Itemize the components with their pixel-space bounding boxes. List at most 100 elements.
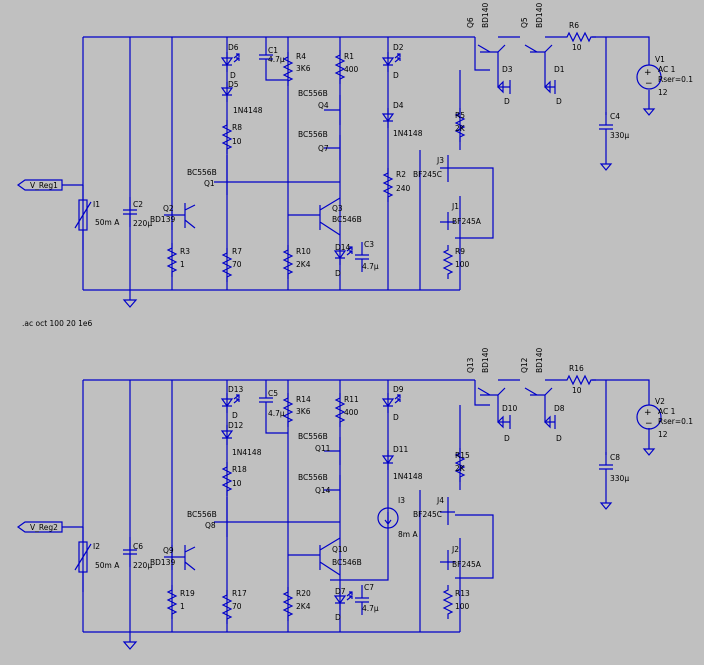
i3-value: 8m A (398, 530, 418, 539)
q13-value: BD140 (481, 348, 490, 373)
q4-name: Q4 (318, 101, 329, 110)
q12-name: Q12 (520, 357, 529, 373)
d2-value: D (393, 71, 399, 80)
circuit-1: + − (16, 32, 662, 308)
d7-name: D7 (335, 587, 346, 596)
c1-name: C1 (268, 46, 278, 55)
q13-name: Q13 (466, 357, 475, 373)
r9-value: 100 (455, 260, 470, 269)
r7-name: R7 (232, 247, 242, 256)
j3-name: J3 (436, 156, 444, 165)
q11-value: BC556B (298, 432, 328, 441)
c5-name: C5 (268, 389, 278, 398)
r14-value: 3K6 (296, 407, 311, 416)
r9-name: R9 (455, 247, 465, 256)
q10-value: BC546B (332, 558, 362, 567)
q9-name: Q9 (163, 546, 174, 555)
r10-value: 2K4 (296, 260, 311, 269)
circuit-2-labels: V_Reg2 I2 50m A C6 220µ Q9 BD139 R19 1 B… (30, 348, 693, 622)
q6-value: BD140 (481, 3, 490, 28)
r10-name: R10 (296, 247, 311, 256)
d9-name: D9 (393, 385, 404, 394)
v2-name: V2 (655, 397, 665, 406)
r20-name: R20 (296, 589, 311, 598)
d6-value: D (230, 71, 236, 80)
q14-value: BC556B (298, 473, 328, 482)
r7-value: 70 (232, 260, 242, 269)
c3-name: C3 (364, 240, 374, 249)
r6-value: 10 (572, 43, 582, 52)
r3-name: R3 (180, 247, 190, 256)
r5-name: R5 (455, 111, 465, 120)
q5-value: BD140 (535, 3, 544, 28)
q2-value: BD139 (150, 215, 175, 224)
c2-value: 220µ (133, 219, 152, 228)
q11-name: Q11 (315, 444, 331, 453)
d2-name: D2 (393, 43, 404, 52)
c8-value: 330µ (610, 474, 629, 483)
q6-name: Q6 (466, 17, 475, 28)
d8-value: D (556, 434, 562, 443)
r19-name: R19 (180, 589, 195, 598)
d1-name: D1 (554, 65, 565, 74)
svg-text:−: − (645, 79, 653, 89)
q4-value: BC556B (298, 89, 328, 98)
c6-value: 220µ (133, 561, 152, 570)
v2-ac: AC 1 (658, 407, 676, 416)
v1-rser: Rser=0.1 (658, 75, 693, 84)
r11-value: 400 (344, 408, 359, 417)
d12-name: D12 (228, 421, 244, 430)
circuit-1-labels: V_Reg1 I1 50m A C2 220µ Q2 BD139 R3 1 BC… (30, 3, 693, 278)
r18-name: R18 (232, 465, 247, 474)
d1-value: D (556, 97, 562, 106)
d12-value: 1N4148 (232, 448, 262, 457)
i3-name: I3 (398, 496, 405, 505)
q1-name: Q1 (204, 179, 215, 188)
d5-name: D5 (228, 80, 239, 89)
d4-name: D4 (393, 101, 404, 110)
d10-value: D (504, 434, 510, 443)
j1-value: BF245A (452, 217, 482, 226)
c8-name: C8 (610, 453, 620, 462)
d5-value: 1N4148 (233, 106, 263, 115)
d13-value: D (232, 411, 238, 420)
c7-name: C7 (364, 583, 374, 592)
c2-name: C2 (133, 200, 143, 209)
c1-value: 4.7µ (268, 55, 285, 64)
r8-name: R8 (232, 123, 242, 132)
r5-value: 2K (455, 124, 466, 133)
r13-value: 100 (455, 602, 470, 611)
d14-name: D14 (335, 243, 351, 252)
j2-value: BF245A (452, 560, 482, 569)
d13-name: D13 (228, 385, 244, 394)
v1-name: V1 (655, 55, 665, 64)
r1-value: 400 (344, 65, 359, 74)
d7-value: D (335, 613, 341, 622)
q7-value: BC556B (298, 130, 328, 139)
q8-value: BC556B (187, 510, 217, 519)
c4-name: C4 (610, 112, 620, 121)
r16-value: 10 (572, 386, 582, 395)
d4-value: 1N4148 (393, 129, 423, 138)
d6-name: D6 (228, 43, 239, 52)
q7-name: Q7 (318, 144, 329, 153)
r6-name: R6 (569, 21, 579, 30)
svg-text:−: − (645, 419, 653, 429)
i2-name: I2 (93, 542, 100, 551)
svg-text:+: + (644, 408, 652, 418)
q14-name: Q14 (315, 486, 331, 495)
r1-name: R1 (344, 52, 354, 61)
c4-value: 330µ (610, 131, 629, 140)
r4-value: 3K6 (296, 64, 311, 73)
q10-name: Q10 (332, 545, 348, 554)
r4-name: R4 (296, 52, 306, 61)
q5-name: Q5 (520, 17, 529, 28)
r13-name: R13 (455, 589, 470, 598)
circuit-2: + − (16, 375, 662, 650)
d10-name: D10 (502, 404, 518, 413)
r8-value: 10 (232, 137, 242, 146)
v1-dc: 12 (658, 88, 668, 97)
d9-value: D (393, 413, 399, 422)
i1-value: 50m A (95, 218, 120, 227)
